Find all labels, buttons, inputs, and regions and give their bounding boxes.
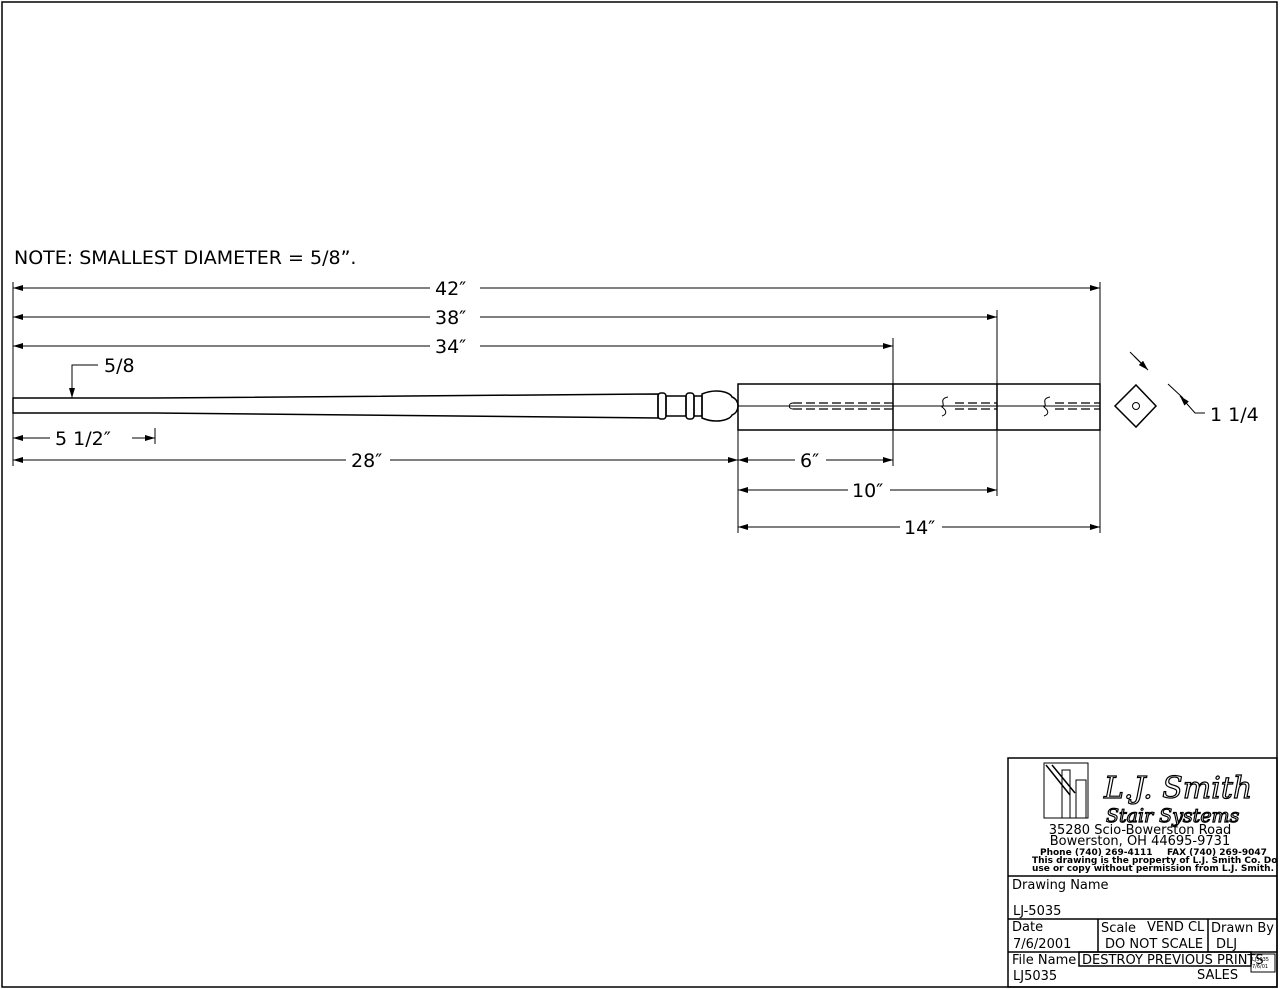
dim-10-label: 10″ [852,480,883,502]
file-name-value: LJ5035 [1013,969,1057,984]
sales-label: SALES [1197,968,1238,983]
address-line-1: 35280 Scio-Bowerston Road [1049,823,1232,838]
dim-6-label: 6″ [800,450,819,472]
company-name: L.J. Smith [1103,771,1252,806]
dim-diameter: 5/8 [69,355,135,398]
dim-42: 42″ [13,278,1100,300]
square-size-label: 1 1/4 [1210,404,1259,426]
date-value: 7/6/2001 [1013,937,1071,952]
disclaimer-2: use or copy without permission from L.J.… [1032,864,1274,874]
dim-38: 38″ [13,307,997,329]
dim-5-1-2: 5 1/2″ [13,428,155,450]
dim-diameter-label: 5/8 [104,355,135,377]
dim-5-1-2-label: 5 1/2″ [55,428,111,450]
company-logo: L.J. Smith Stair Systems [1043,762,1253,828]
phone: Phone (740) 269-4111 [1040,848,1153,858]
scale-label: Scale [1101,921,1136,936]
dim-6: 6″ [738,450,893,472]
fax: FAX (740) 269-9047 [1167,848,1267,858]
drawn-by-label: Drawn By [1211,921,1274,936]
dim-28-label: 28″ [351,450,382,472]
stamp-line-1: LJ5035 [1252,957,1269,963]
dim-14: 14″ [738,517,1100,539]
square-section-view: 1 1/4 [1113,351,1259,429]
drawn-by-value: DLJ [1216,937,1237,952]
note-text: NOTE: SMALLEST DIAMETER = 5/8”. [14,247,356,269]
dim-34: 34″ [13,336,893,358]
dim-10: 10″ [738,480,997,502]
address-line-2: Bowerston, OH 44695-9731 [1050,834,1230,849]
dim-14-label: 14″ [904,517,935,539]
stamp-line-2: 7/6/01 [1252,964,1268,970]
extension-lines [12,282,1101,533]
disclaimer-1: This drawing is the property of L.J. Smi… [1032,856,1280,866]
dim-34-label: 34″ [435,336,466,358]
dim-38-label: 38″ [435,307,466,329]
dim-42-label: 42″ [435,278,466,300]
file-name-label: File Name [1012,953,1076,968]
title-block: L.J. Smith Stair Systems 35280 Scio-Bowe… [1007,757,1280,988]
date-label: Date [1012,920,1043,935]
scale-note: VEND CL [1147,920,1205,935]
drawing-name-label: Drawing Name [1012,878,1109,893]
company-subtitle: Stair Systems [1106,805,1240,827]
destroy-note: DESTROY PREVIOUS PRINTS [1082,953,1264,968]
scale-value: DO NOT SCALE [1105,937,1203,952]
baluster-profile [12,383,1101,431]
square-block [737,383,1101,431]
drawing-name: LJ-5035 [1013,904,1061,919]
dim-28: 28″ [13,450,738,472]
